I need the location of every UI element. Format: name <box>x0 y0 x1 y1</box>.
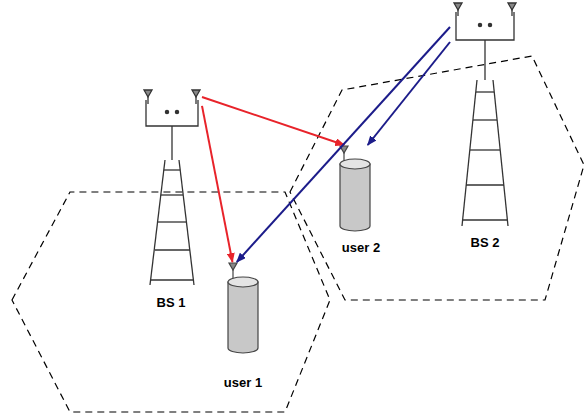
node-label: BS 1 <box>157 295 186 312</box>
signal-arrow <box>202 97 344 145</box>
tower-symbol <box>144 90 200 285</box>
user-terminal-symbol <box>228 263 258 353</box>
user-terminal: user 2 <box>333 145 389 257</box>
node-label: user 1 <box>224 375 262 392</box>
cell-boundary <box>12 56 584 412</box>
user-terminal: user 1 <box>212 262 274 392</box>
base-station: BS 1 <box>140 88 202 312</box>
user-terminal-symbol <box>340 146 370 231</box>
signal-arrow <box>202 106 232 262</box>
signal-arrow <box>237 27 450 262</box>
base-station: BS 2 <box>450 2 520 252</box>
node-label: BS 2 <box>471 235 500 252</box>
tower-symbol <box>454 3 516 226</box>
node-label: user 2 <box>342 240 380 257</box>
signal-arrow <box>368 42 450 145</box>
